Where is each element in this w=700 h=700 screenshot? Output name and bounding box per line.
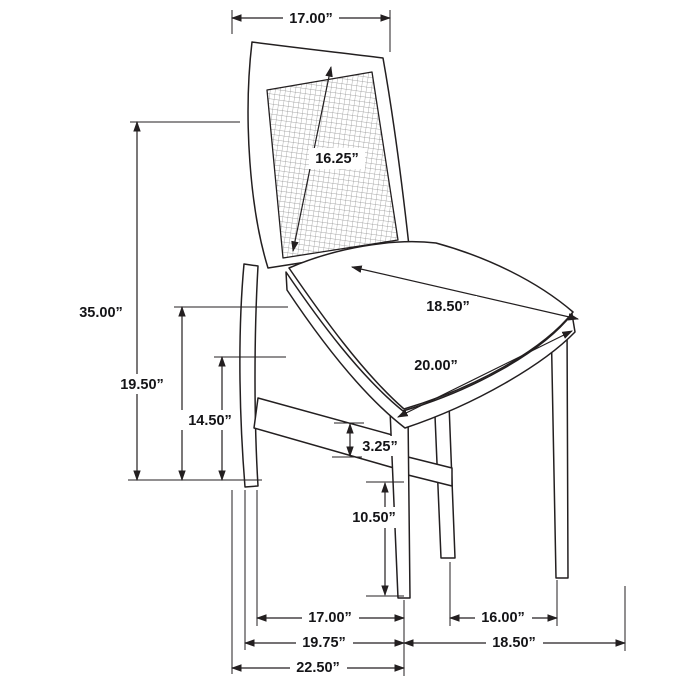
label-background: [290, 657, 347, 678]
seat-cushion-top: [288, 240, 574, 410]
dimension-label: 17.00”: [308, 610, 352, 626]
label-background: [296, 632, 353, 653]
dimension-label: 3.25”: [362, 439, 397, 455]
dimension-leg-height: 10.50”: [346, 481, 404, 597]
dimension-seat-area-height: 14.50”: [181, 355, 286, 482]
label-background: [72, 302, 130, 322]
rear-left-leg: [239, 263, 259, 488]
dimension-label: 35.00”: [79, 305, 123, 321]
dimension-label: 19.75”: [302, 635, 346, 651]
dimension-label: 10.50”: [352, 510, 396, 526]
dimension-seat-depth: 18.50”: [350, 265, 580, 321]
label-background: [346, 507, 403, 528]
label-background: [283, 8, 339, 28]
label-background: [475, 607, 532, 628]
label-background: [486, 632, 543, 653]
chair-line-art: [239, 41, 576, 599]
dimension-line: [397, 330, 573, 418]
dimension-base-width: 18.50”: [402, 632, 627, 653]
dimension-line: [350, 265, 580, 321]
dimension-overall-depth: 22.50”: [230, 657, 406, 678]
dimension-label: 22.50”: [296, 660, 340, 676]
dimension-label: 18.50”: [426, 299, 470, 315]
label-background: [113, 374, 171, 394]
dimension-label: 16.25”: [315, 151, 359, 167]
dimension-overall-height: 35.00”: [72, 120, 262, 482]
dimension-label: 17.00”: [289, 11, 333, 27]
seat-cushion-side: [285, 271, 576, 429]
front-right-leg: [550, 315, 569, 579]
dimension-base-depth: 19.75”: [243, 632, 406, 653]
dimension-back-panel-height: 16.25”: [291, 65, 365, 253]
label-background: [420, 296, 477, 317]
dimension-label: 14.50”: [188, 413, 232, 429]
dimension-back-height: 19.50”: [113, 305, 288, 482]
side-stretcher: [253, 397, 397, 469]
dimension-label: 16.00”: [481, 610, 525, 626]
label-background: [356, 436, 404, 456]
dimension-label: 19.50”: [120, 377, 164, 393]
dimension-label: 18.50”: [492, 635, 536, 651]
dimension-stretcher-thickness: 3.25”: [332, 422, 404, 458]
dimension-label: 20.00”: [414, 358, 458, 374]
dimension-feet-depth-inner: 17.00”: [255, 607, 406, 628]
label-background: [408, 355, 465, 376]
dimension-back-top-width: 17.00”: [230, 8, 392, 52]
label-background: [309, 148, 365, 169]
dimension-feet-width-right: 16.00”: [448, 607, 559, 628]
label-background: [181, 410, 239, 430]
dimension-seat-front-width: 20.00”: [397, 330, 573, 418]
label-background: [302, 607, 359, 628]
